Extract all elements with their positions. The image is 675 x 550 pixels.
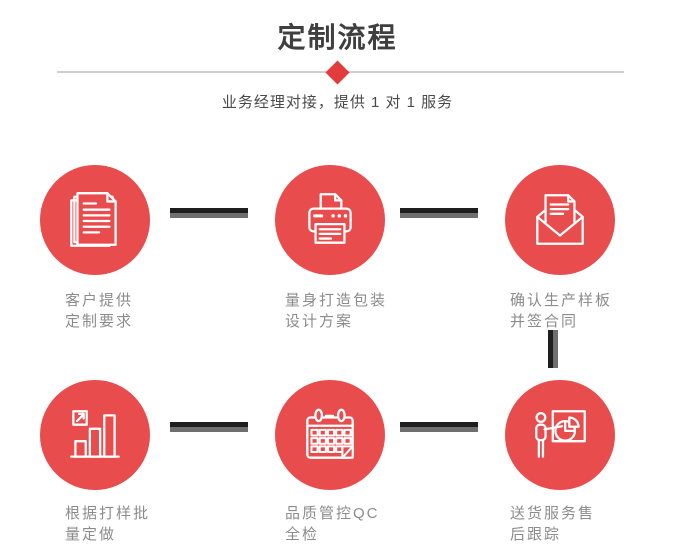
step-label-6: 送货服务售后跟踪 <box>510 503 595 545</box>
step-label-4-line1: 根据打样批 <box>65 505 151 522</box>
connector-step1-step2 <box>170 208 248 218</box>
connector-step4-step5 <box>170 422 248 432</box>
page-title: 定制流程 <box>277 22 398 53</box>
step-circle-6 <box>505 380 615 490</box>
step-label-5: 品质管控QC 全检 <box>285 503 380 545</box>
envelope-icon <box>536 194 584 245</box>
connector-step5-step6 <box>400 422 478 432</box>
step-label-1: 客户提供定制要求 <box>65 290 133 332</box>
step-label-1-line1: 客户提供 <box>65 292 134 309</box>
step-circle-5 <box>275 380 385 490</box>
subtitle: 业务经理对接，提供 1 对 1 服务 <box>221 94 454 111</box>
step-circle-3 <box>505 165 615 275</box>
step-circle-4 <box>40 380 150 490</box>
step-circle-2 <box>275 165 385 275</box>
step-label-1-line2: 定制要求 <box>65 313 134 330</box>
bar-chart-icon <box>70 410 120 458</box>
step-label-3: 确认生产样板并签合同 <box>510 290 612 332</box>
step-circle-1 <box>40 165 150 275</box>
diamond-icon <box>325 60 350 85</box>
step-label-4-line2: 量定做 <box>65 526 117 543</box>
step-label-2-line1: 量身打造包装 <box>285 292 388 309</box>
step-label-2-line2: 设计方案 <box>285 313 354 330</box>
step-label-5-line2: 全检 <box>285 526 320 543</box>
step-label-2: 量身打造包装设计方案 <box>285 290 387 332</box>
connector-step2-step3 <box>400 208 478 218</box>
step-label-6-line1: 送货服务售 <box>510 505 596 522</box>
printer-icon <box>308 193 352 244</box>
calendar-icon <box>306 408 354 459</box>
step-label-3-line2: 并签合同 <box>510 313 579 330</box>
step-label-4: 根据打样批量定做 <box>65 503 150 545</box>
step-label-3-line1: 确认生产样板 <box>510 292 613 309</box>
documents-icon <box>70 192 117 247</box>
presenter-icon <box>535 410 586 458</box>
connector-step3-step6 <box>548 330 558 368</box>
step-label-6-line2: 后跟踪 <box>510 526 562 543</box>
step-label-5-line1: 品质管控QC <box>285 505 380 522</box>
